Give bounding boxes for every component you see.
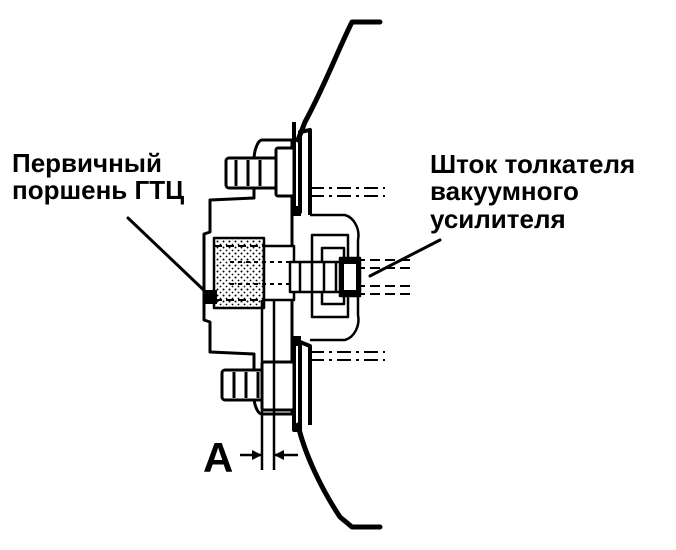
dimension-a-marker bbox=[240, 300, 298, 470]
label-dimension-a: A bbox=[203, 434, 234, 481]
master-cylinder-body bbox=[202, 138, 296, 416]
label-primary-piston-line2: поршень ГТЦ bbox=[12, 175, 185, 206]
bore-centerline bbox=[214, 245, 294, 301]
hidden-lines bbox=[310, 187, 415, 361]
label-pushrod-line3: усилителя bbox=[430, 203, 566, 234]
leader-primary-piston bbox=[126, 216, 212, 298]
booster-shell-upper bbox=[295, 19, 383, 143]
label-primary-piston: Первичный поршень ГТЦ bbox=[12, 148, 185, 206]
pushrod-assembly bbox=[288, 213, 362, 342]
booster-shell bbox=[295, 19, 383, 530]
label-pushrod-line1: Шток толкателя bbox=[430, 149, 636, 179]
leader-lines bbox=[126, 216, 442, 298]
upper-mounting-bolt bbox=[224, 146, 296, 198]
lower-mounting-bolt bbox=[220, 360, 296, 412]
label-primary-piston-line1: Первичный bbox=[12, 148, 162, 178]
booster-shell-lower bbox=[295, 422, 383, 530]
leader-pushrod bbox=[368, 238, 442, 278]
label-pushrod-line2: вакуумного bbox=[430, 176, 579, 207]
label-pushrod: Шток толкателя вакуумного усилителя bbox=[430, 149, 636, 234]
